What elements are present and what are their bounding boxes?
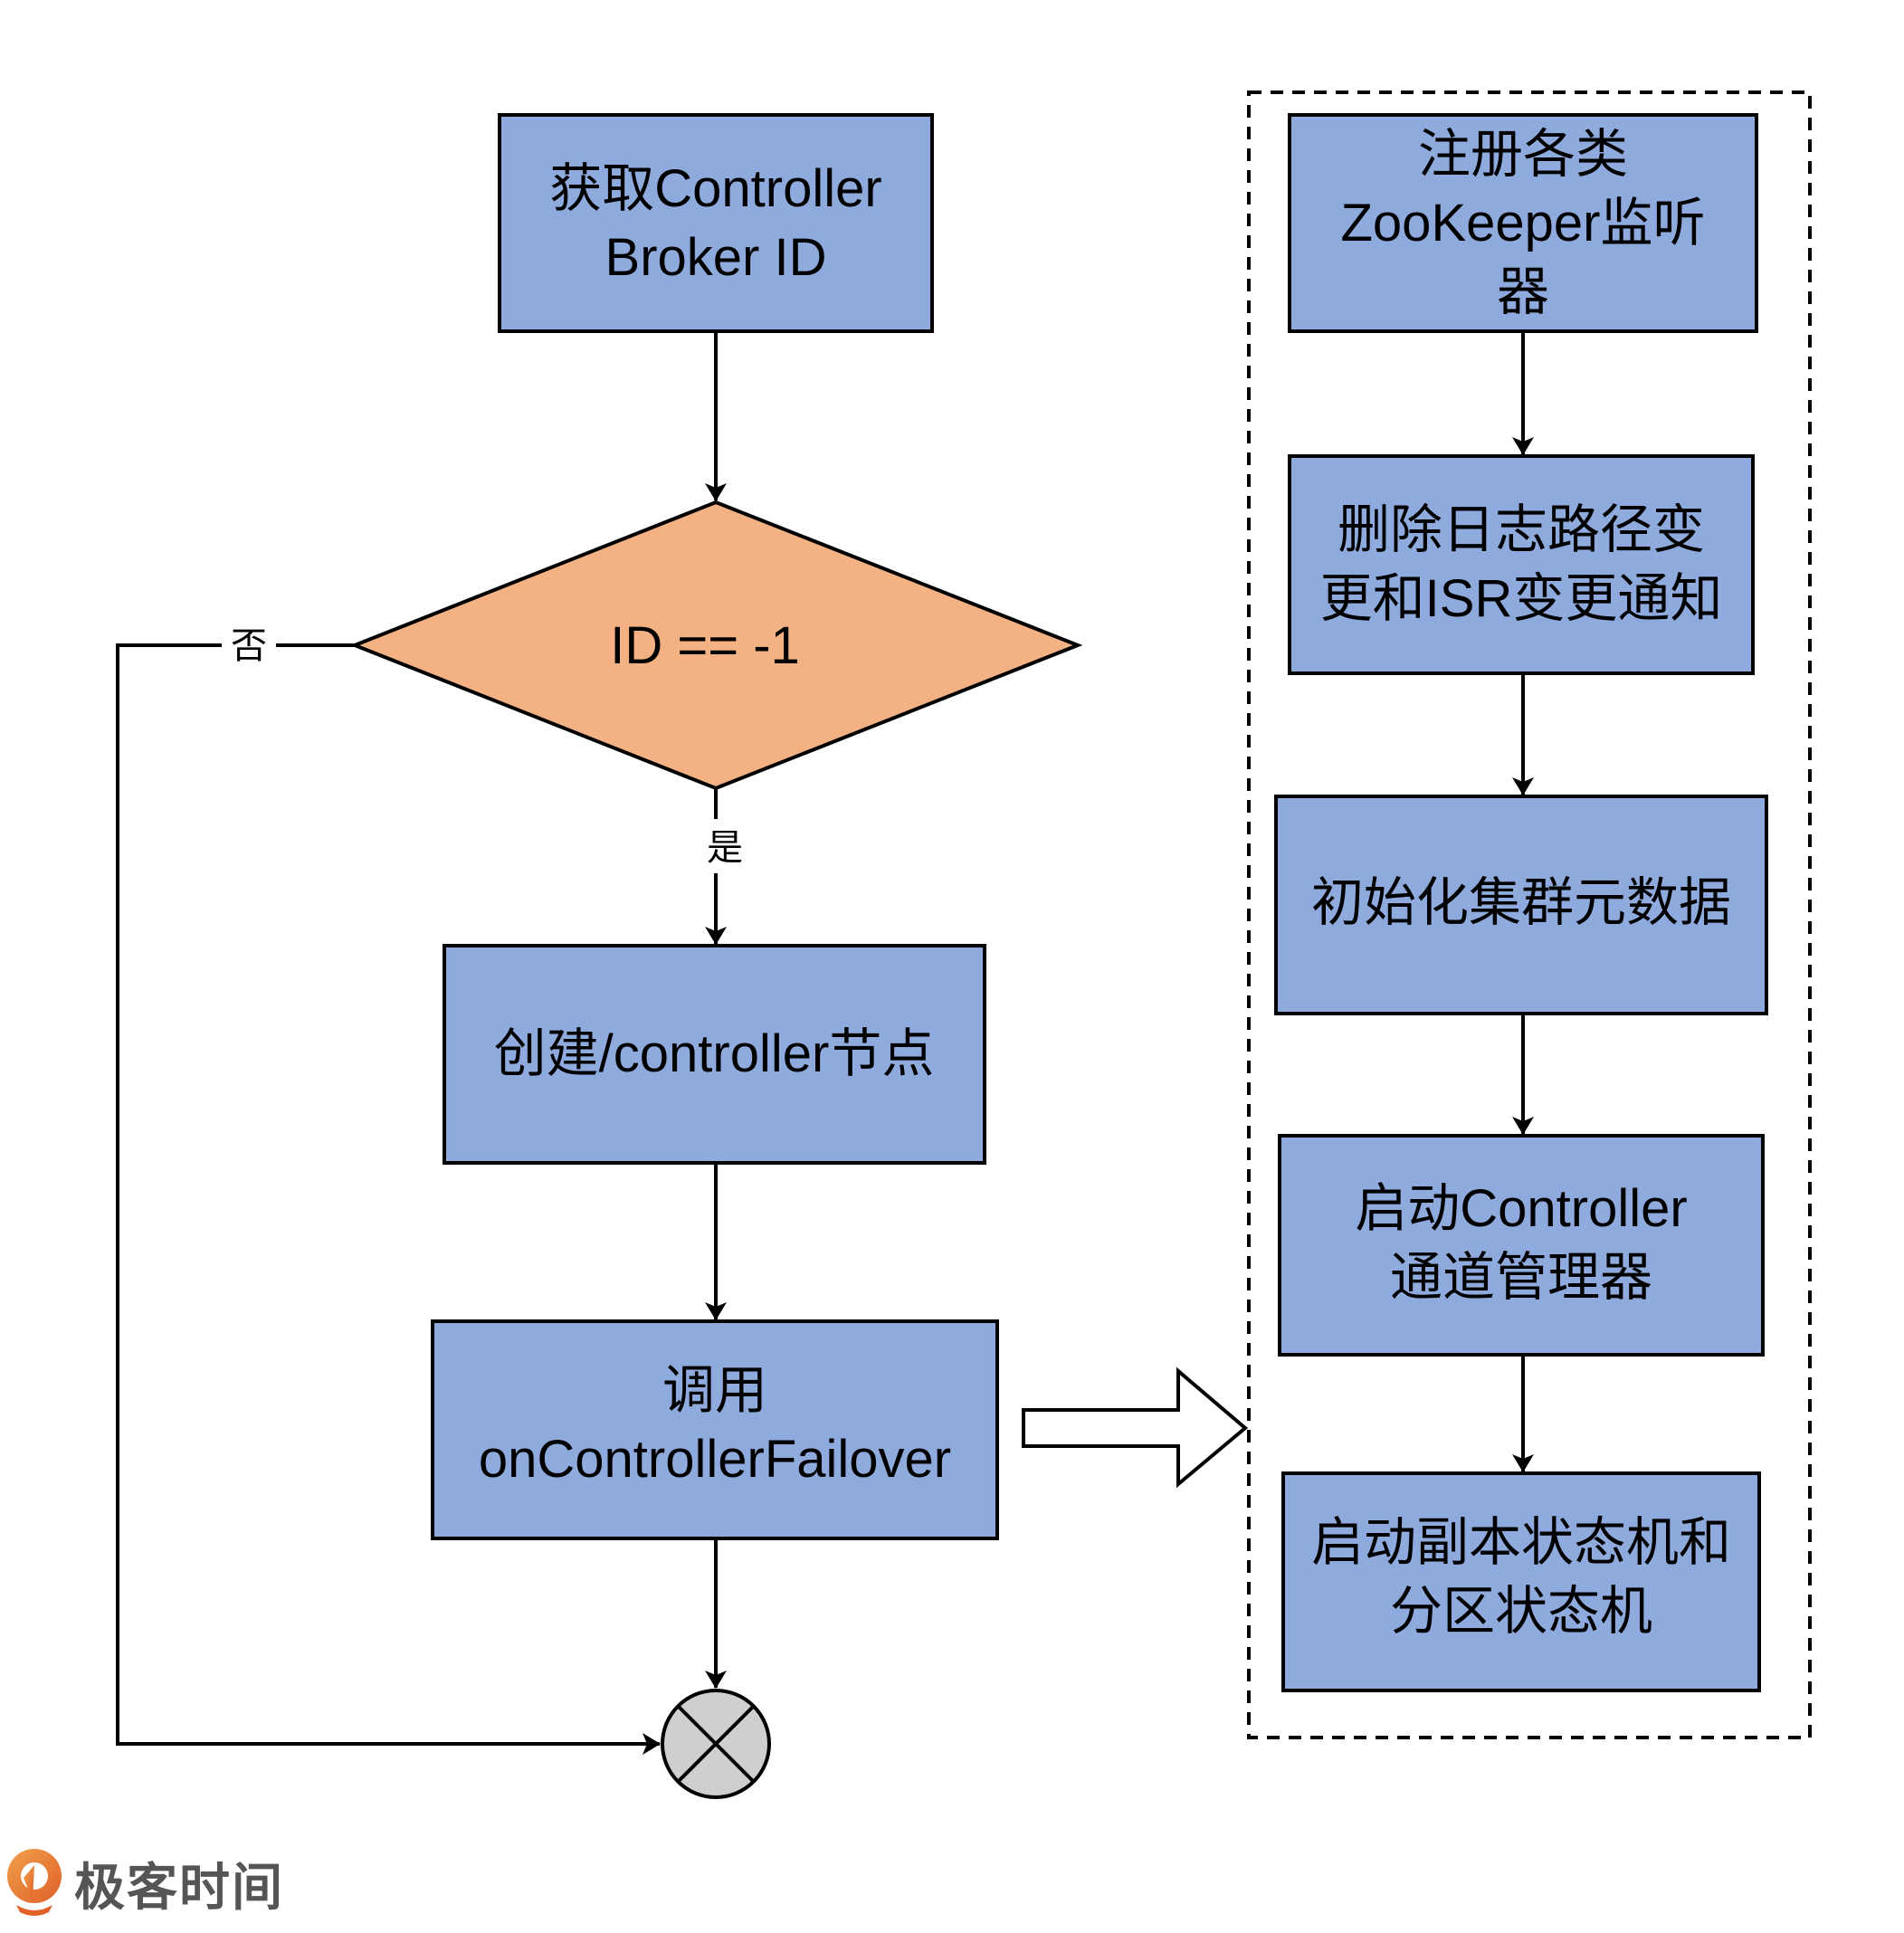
process-label: 创建/controller节点: [494, 1024, 935, 1083]
geektime-logo-icon: [7, 1849, 62, 1916]
no-label: 否: [231, 625, 267, 667]
failover-group-frame: [1247, 90, 1812, 1739]
step-label: 通道管理器: [1390, 1248, 1652, 1307]
step-label: 启动Controller: [1355, 1179, 1687, 1238]
geektime-logo: 极客时间: [4, 1843, 284, 1924]
step-label: 初始化集群元数据: [1311, 873, 1731, 932]
process-label: 获取Controller: [549, 159, 881, 218]
step-label: ZooKeeper监听: [1341, 194, 1706, 252]
step-register-zk-listeners: 注册各类 ZooKeeper监听 器: [1288, 113, 1758, 333]
process-get-controller-id: 获取Controller Broker ID: [498, 113, 934, 333]
process-label: 调用: [662, 1361, 767, 1420]
step-label: 注册各类: [1418, 125, 1628, 184]
step-label: 分区状态机: [1390, 1582, 1652, 1641]
decision-label: ID == -1: [610, 616, 800, 675]
process-label: Broker ID: [605, 228, 827, 287]
step-label: 删除日志路径变: [1338, 500, 1705, 559]
step-label: 更和ISR变更通知: [1320, 569, 1723, 628]
process-label: onControllerFailover: [479, 1430, 951, 1489]
step-label: 器: [1497, 262, 1549, 321]
step-start-channel-manager: 启动Controller 通道管理器: [1278, 1134, 1765, 1357]
decision-id-check: ID == -1: [349, 500, 1083, 791]
yes-label: 是: [707, 827, 743, 869]
step-delete-notifications: 删除日志路径变 更和ISR变更通知: [1288, 454, 1755, 675]
step-start-state-machines: 启动副本状态机和 分区状态机: [1281, 1471, 1761, 1692]
logo-text: 极客时间: [74, 1858, 284, 1918]
end-terminal-icon: [661, 1689, 771, 1799]
step-label: 启动副本状态机和: [1311, 1513, 1731, 1572]
process-create-controller-node: 创建/controller节点: [443, 944, 986, 1165]
step-init-cluster-metadata: 初始化集群元数据: [1274, 795, 1768, 1015]
connector-no-loop: [116, 643, 661, 1755]
process-call-on-controller-failover: 调用 onControllerFailover: [431, 1319, 999, 1540]
block-arrow-icon: [1022, 1366, 1249, 1489]
